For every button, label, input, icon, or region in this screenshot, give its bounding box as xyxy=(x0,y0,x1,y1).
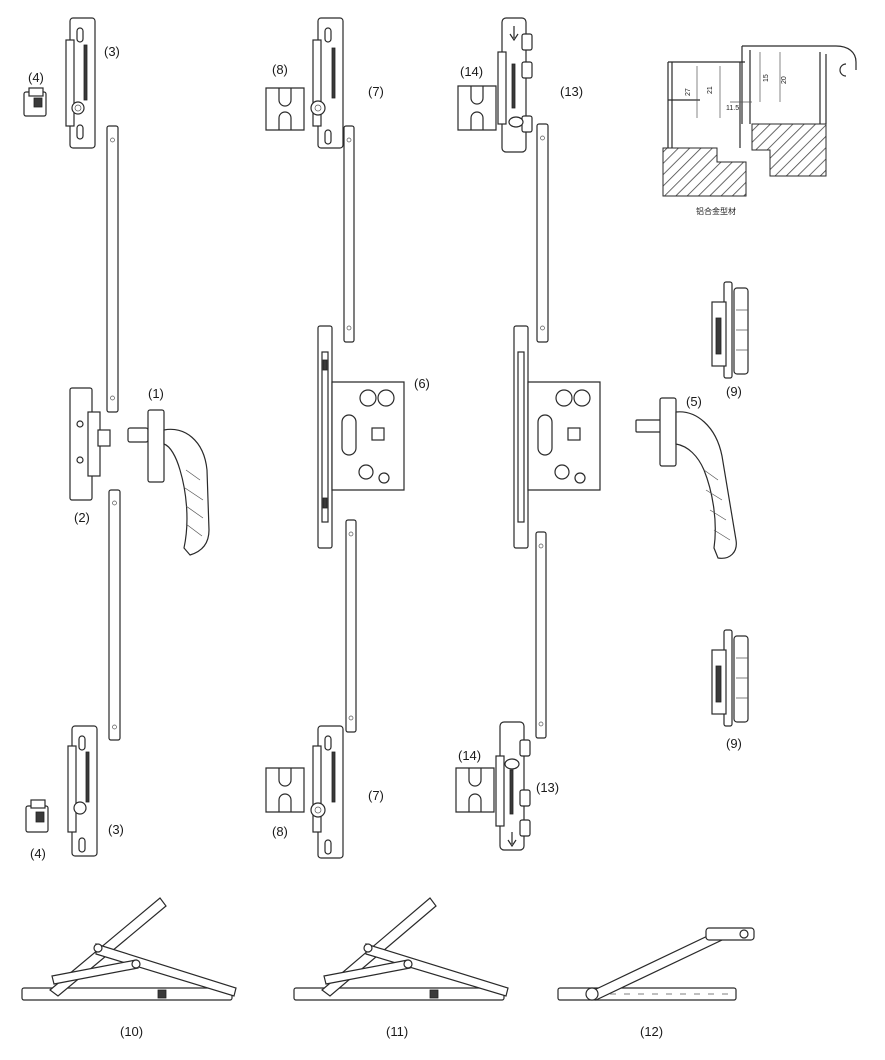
striker-plate-13-bottom xyxy=(495,721,531,851)
gearbox-drive xyxy=(69,387,111,501)
connecting-rod-c2-upper xyxy=(343,125,355,343)
connecting-rod-c2-lower xyxy=(345,519,357,733)
label-12: (12) xyxy=(640,1024,663,1039)
arrow-marker-icon-bottom xyxy=(507,832,517,848)
concealed-hinge-bottom xyxy=(711,629,749,727)
label-1: (1) xyxy=(148,386,164,401)
connecting-rod-c3-lower xyxy=(535,531,547,739)
label-10: (10) xyxy=(120,1024,143,1039)
keeper-block-top xyxy=(23,87,47,117)
connecting-rod-upper xyxy=(106,125,119,413)
window-handle-1 xyxy=(127,409,210,556)
friction-stay-11 xyxy=(293,897,509,1001)
concealed-hinge-top xyxy=(711,281,749,379)
spacer-block-14-bottom xyxy=(455,767,495,813)
spacer-block-8-bottom xyxy=(265,767,305,813)
label-4-top: (4) xyxy=(28,70,44,85)
label-11: (11) xyxy=(386,1024,408,1039)
aluminium-profile-section xyxy=(662,45,857,197)
dim-20: 20 xyxy=(781,76,788,84)
profile-caption: 铝合金型材 xyxy=(696,206,736,216)
label-7-bottom: (7) xyxy=(368,788,384,803)
dim-11-5: 11.5 xyxy=(726,105,739,112)
label-14-top: (14) xyxy=(460,64,483,79)
label-14-bottom: (14) xyxy=(458,748,481,763)
connecting-rod-c3-upper xyxy=(536,123,549,343)
dim-15: 15 xyxy=(763,74,770,82)
label-4-bottom: (4) xyxy=(30,846,46,861)
arrow-marker-icon xyxy=(509,26,519,42)
window-handle-5 xyxy=(635,397,737,559)
label-13-bottom: (13) xyxy=(536,780,559,795)
label-3-bottom: (3) xyxy=(108,822,124,837)
spacer-block-14-top xyxy=(457,85,497,131)
label-8-top: (8) xyxy=(272,62,288,77)
central-gear-lock-6 xyxy=(317,325,405,549)
friction-stay-10 xyxy=(21,897,237,1001)
label-7-top: (7) xyxy=(368,84,384,99)
label-3-top: (3) xyxy=(104,44,120,59)
dim-21: 21 xyxy=(707,86,714,94)
keeper-plate-7-top xyxy=(310,17,344,149)
keeper-plate-7-bottom xyxy=(310,725,344,859)
label-9-bottom: (9) xyxy=(726,736,742,751)
label-8-bottom: (8) xyxy=(272,824,288,839)
label-6: (6) xyxy=(414,376,430,391)
keeper-block-bottom xyxy=(25,799,49,833)
label-2: (2) xyxy=(74,510,90,525)
label-9-top: (9) xyxy=(726,384,742,399)
spacer-block-8-top xyxy=(265,87,305,131)
label-13-top: (13) xyxy=(560,84,583,99)
keeper-plate-bottom xyxy=(67,725,98,857)
restrictor-stay-12 xyxy=(557,927,755,1001)
connecting-rod-lower xyxy=(108,489,121,741)
keeper-plate-top xyxy=(65,17,96,149)
striker-plate-13-top xyxy=(497,17,533,153)
central-gear-lock-c3 xyxy=(513,325,601,549)
label-5: (5) xyxy=(686,394,702,409)
dim-27: 27 xyxy=(685,88,692,96)
